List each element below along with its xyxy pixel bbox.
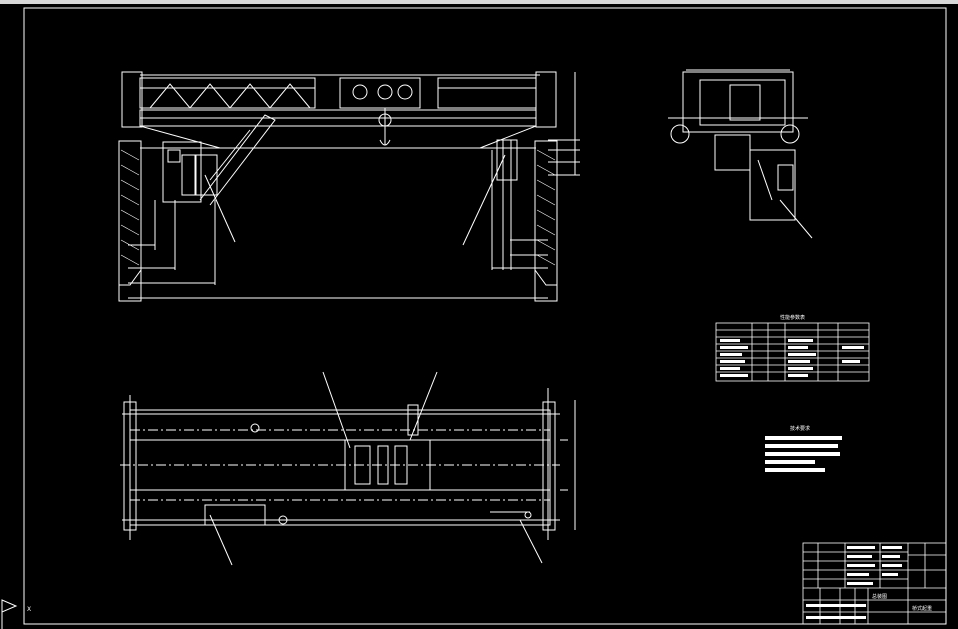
plan-view [120, 371, 576, 566]
ucs-x-label: X [27, 606, 31, 613]
title-block-drawing-name: 总装图 [872, 593, 887, 600]
tech-requirements-heading: 技术要求 [790, 425, 810, 432]
tech-requirements-lines [765, 436, 842, 472]
parameter-table-heading: 性能参数表 [780, 314, 805, 321]
toolbar-strip[interactable] [0, 0, 958, 4]
parameter-table-fills [720, 339, 864, 377]
side-elevation-view [668, 69, 813, 239]
front-elevation-view [118, 71, 580, 302]
title-block [802, 542, 947, 625]
title-block-company-mark: 桥式起重 [912, 605, 932, 612]
parameter-table [715, 322, 870, 382]
drawing-border [23, 7, 947, 625]
ucs-axis-icon [1, 599, 18, 629]
title-block-fills [806, 546, 902, 619]
